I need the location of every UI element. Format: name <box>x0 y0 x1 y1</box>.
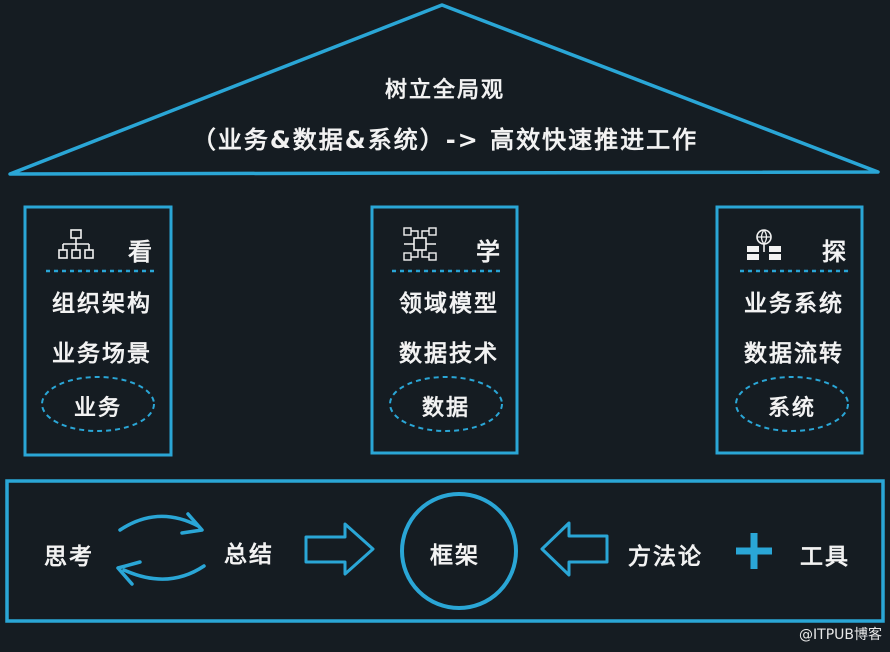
pillar-1-item-2: 业务场景 <box>52 341 152 367</box>
foundation-center: 框架 <box>430 543 480 569</box>
foundation-method: 方法论 <box>628 544 703 570</box>
block-arrow-left <box>540 521 609 577</box>
foundation-box <box>5 479 885 623</box>
cycle-arrow-top <box>118 514 200 532</box>
roof-title: 树立全局观 <box>384 78 505 103</box>
pillar-1-head: 看 <box>128 238 152 266</box>
pillar-2-item-2: 数据技术 <box>399 341 499 367</box>
pillar-box-2 <box>370 205 519 455</box>
watermark: @ITPUB博客 <box>799 627 882 643</box>
pillar-2-head: 学 <box>476 238 500 266</box>
foundation-summary: 总结 <box>224 542 274 568</box>
framework-circle <box>400 492 518 610</box>
org-chart-icon <box>58 229 94 259</box>
cycle-arrow-bottom-head <box>116 560 142 586</box>
pillar-3-item-2: 数据流转 <box>744 341 844 367</box>
pillar-3-oval <box>735 376 849 432</box>
server-globe-icon <box>747 229 781 260</box>
plus-shape <box>736 533 772 569</box>
pillar-3-head: 探 <box>822 238 846 266</box>
roof-triangle <box>8 3 880 176</box>
circuit-icon <box>403 227 437 261</box>
pillar-1-oval <box>41 376 155 432</box>
foundation-tools: 工具 <box>800 544 850 570</box>
pillar-box-1 <box>23 205 173 457</box>
cycle-arrow-bottom <box>122 564 206 581</box>
cycle-arrow-top-head <box>180 512 204 535</box>
pillar-1-item-1: 组织架构 <box>52 291 152 317</box>
block-arrow-right <box>304 522 375 576</box>
pillar-3-oval-label: 系统 <box>767 396 816 421</box>
foundation-think: 思考 <box>44 544 94 570</box>
pillar-box-3 <box>715 205 864 455</box>
pillar-2-item-1: 领域模型 <box>399 291 499 317</box>
pillar-2-oval-label: 数据 <box>421 396 470 421</box>
roof-subtitle: （业务&数据&系统）-> 高效快速推进工作 <box>191 126 699 154</box>
pillar-3-item-1: 业务系统 <box>744 291 844 317</box>
pillar-1-oval-label: 业务 <box>73 396 122 421</box>
pillar-2-oval <box>389 376 503 432</box>
